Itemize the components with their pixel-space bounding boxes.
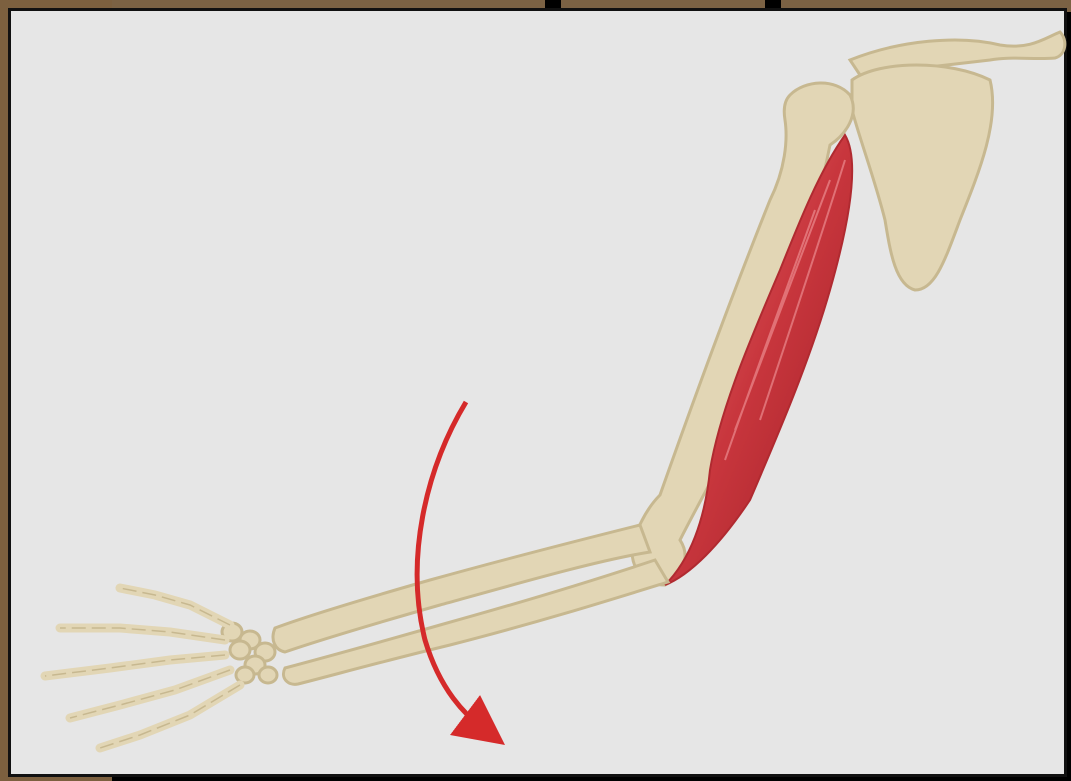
- scapula: [852, 65, 993, 290]
- hand-bones: [45, 588, 240, 748]
- curved-arrow-icon: [417, 402, 485, 730]
